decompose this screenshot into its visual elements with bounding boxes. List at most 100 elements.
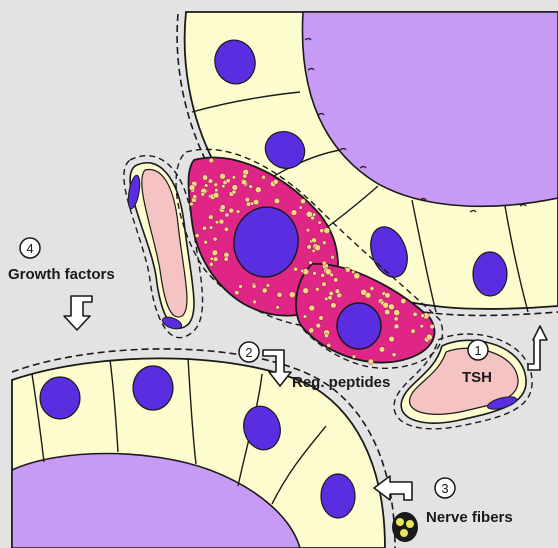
secretory-granule [291,210,297,216]
secretory-granule [421,314,425,318]
secretory-granule [430,324,435,329]
secretory-granule [249,185,253,189]
secretory-granule [303,315,307,319]
tsh-label: TSH [462,369,492,386]
secretory-granule [214,183,218,187]
growth-factors-number: 4 [26,241,33,256]
secretory-granule [306,211,312,217]
follicular-cell-nucleus [473,252,507,296]
secretory-granule [324,228,330,234]
secretory-granule [210,257,214,261]
secretory-granule [232,176,236,180]
secretory-granule [335,289,340,294]
secretory-granule [325,269,331,275]
secretory-granule [301,269,305,273]
secretory-granule [222,184,226,188]
secretory-granule [266,284,270,288]
secretory-granule [385,293,391,299]
secretory-granule [226,179,230,183]
secretory-granule [289,292,295,298]
secretory-granule [220,205,225,210]
secretory-granule [214,188,218,192]
secretory-granule [329,291,334,296]
secretory-granule [313,271,317,275]
secretory-granule [209,158,214,163]
secretory-granule [309,328,314,333]
secretory-granule [420,324,424,328]
secretory-granule [236,210,240,214]
nerve-fiber [392,512,418,542]
secretory-granule [189,185,195,191]
follicular-cell-nucleus [40,377,80,419]
secretory-granule [202,175,207,180]
secretory-granule [273,179,278,184]
nerve-axon [396,518,404,526]
secretory-granule [352,355,356,359]
secretory-granule [413,312,417,316]
nerve-axon [406,520,414,528]
secretory-granule [262,175,266,179]
secretory-granule [312,238,317,243]
secretory-granule [239,285,243,289]
reg-peptides-number: 2 [245,345,252,360]
nerve-fibers-number: 3 [441,481,448,496]
secretory-granule [204,184,208,188]
secretory-granule [379,347,385,353]
secretory-granule [195,234,199,238]
secretory-granule [252,284,256,288]
secretory-granule [262,288,267,293]
secretory-granule [303,288,309,294]
secretory-granule [209,226,213,230]
secretory-granule [368,359,373,364]
secretory-granule [324,333,328,337]
secretory-granule [208,179,213,184]
secretory-granule [345,267,350,272]
secretory-granule [351,270,355,274]
secretory-granule [320,229,324,233]
secretory-granule [253,300,257,304]
secretory-granule [319,316,324,321]
secretory-granule [224,227,228,231]
secretory-granule [300,199,305,204]
secretory-granule [219,219,224,224]
secretory-granule [327,343,331,347]
secretory-granule [209,262,213,266]
secretory-granule [201,192,205,196]
secretory-granule [365,292,371,298]
secretory-granule [202,226,206,230]
secretory-granule [242,180,247,185]
secretory-granule [246,202,251,207]
secretory-granule [276,306,280,310]
secretory-granule [312,213,316,217]
secretory-granule [190,202,194,206]
secretory-granule [318,221,322,225]
secretory-granule [312,249,316,253]
secretory-granule [294,267,298,271]
secretory-granule [215,220,219,224]
secretory-granule [316,323,321,328]
secretory-granule [309,261,313,265]
secretory-granule [307,245,312,250]
secretory-granule [328,296,332,300]
secretory-granule [255,187,261,193]
secretory-granule [354,273,360,279]
growth-factors-label: Growth factors [8,266,115,283]
secretory-granule [306,228,310,232]
secretory-granule [213,257,218,262]
secretory-granule [324,297,328,301]
nerve-axon [400,529,408,537]
secretory-granule [315,287,319,291]
secretory-granule [394,317,398,321]
secretory-granule [370,286,374,290]
secretory-granule [389,336,395,342]
secretory-granule [277,292,282,297]
secretory-granule [204,240,208,244]
secretory-granule [235,291,239,295]
secretory-granule [426,334,432,340]
tsh-number: 1 [474,343,481,358]
secretory-granule [208,215,213,220]
reg-peptides-label: Reg. peptides [292,374,390,391]
secretory-granule [334,278,339,283]
secretory-granule [193,195,197,199]
